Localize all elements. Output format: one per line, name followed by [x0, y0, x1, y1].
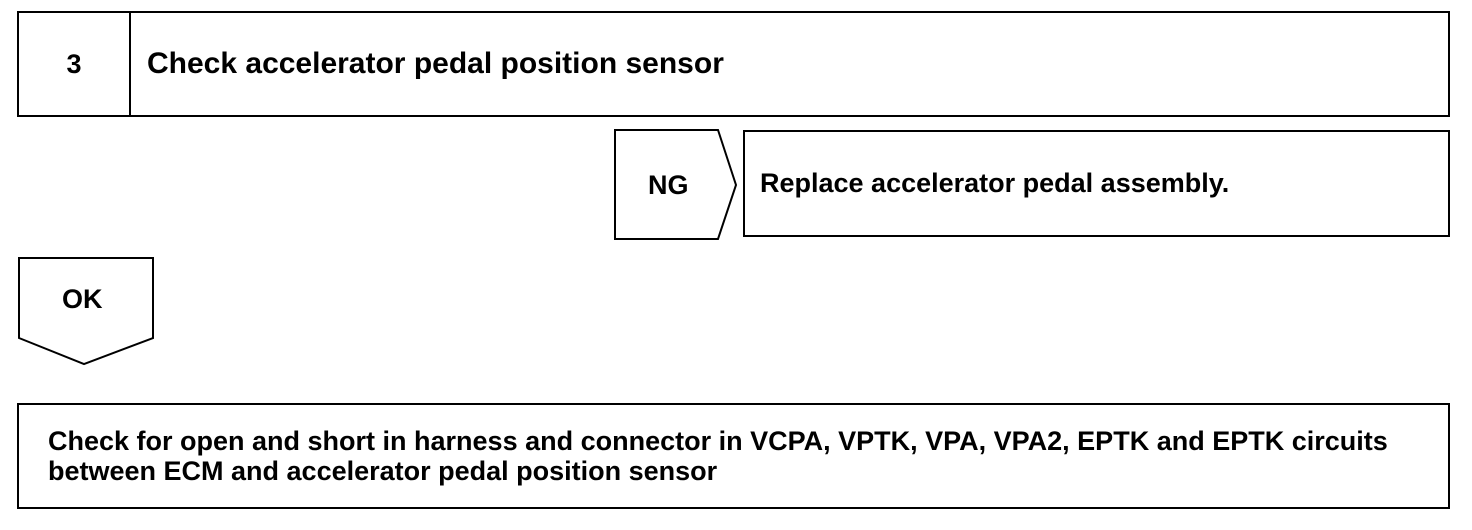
ng-result-box: Replace accelerator pedal assembly.	[743, 130, 1450, 237]
next-step-text: Check for open and short in harness and …	[48, 426, 1388, 486]
ng-label: NG	[648, 170, 689, 200]
step-number: 3	[19, 13, 131, 115]
next-step-box: Check for open and short in harness and …	[17, 403, 1450, 509]
ng-arrow-shape	[614, 129, 738, 240]
step-box: 3 Check accelerator pedal position senso…	[17, 11, 1450, 117]
ng-result-text: Replace accelerator pedal assembly.	[760, 168, 1230, 198]
ok-label: OK	[62, 284, 103, 314]
ok-arrow-shape	[18, 257, 154, 366]
step-title: Check accelerator pedal position sensor	[147, 47, 724, 80]
